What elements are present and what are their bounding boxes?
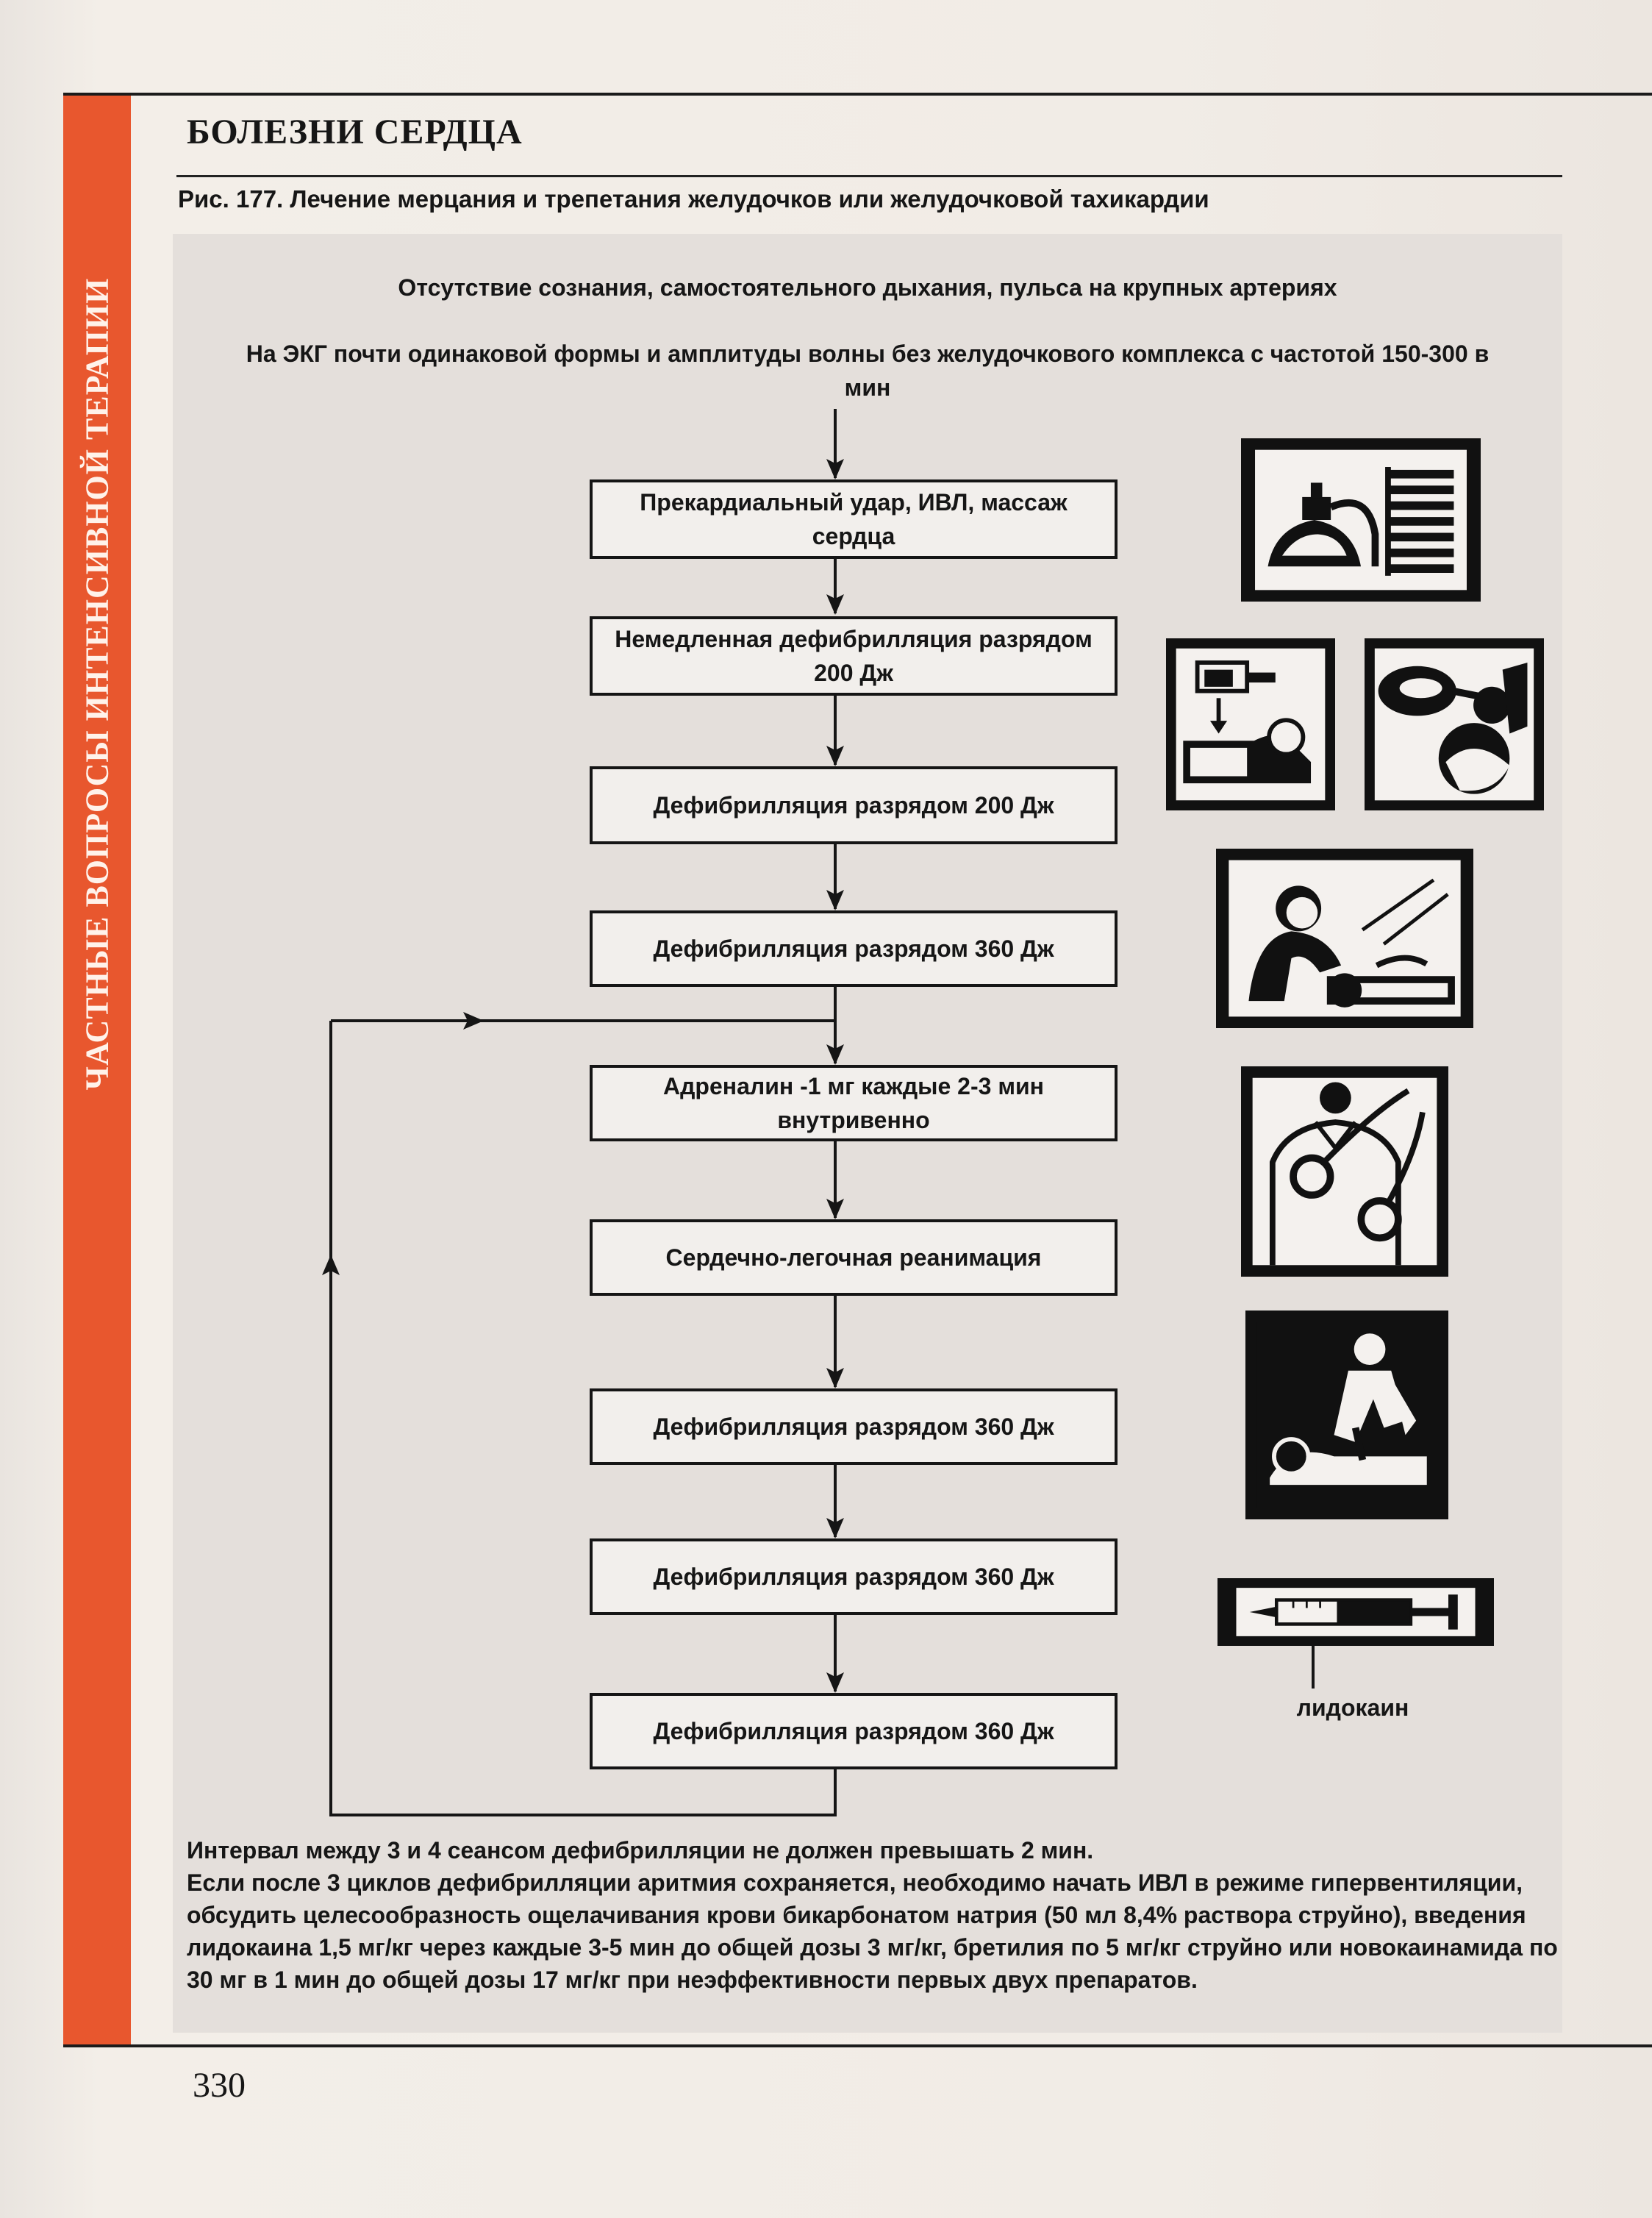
step-defibrillation-200: Дефибрилляция разрядом 200 Дж: [590, 766, 1118, 844]
syringe-icon: [1217, 1578, 1494, 1646]
defibrillator-paddles-icon: [1241, 1066, 1448, 1277]
note-interval: Интервал между 3 и 4 сеансом дефибрилляц…: [187, 1837, 1094, 1864]
mouth-to-mouth-icon: [1216, 849, 1473, 1028]
step-defibrillation-360-2: Дефибрилляция разрядом 360 Дж: [590, 1388, 1118, 1465]
note-arrhythmia: Если после 3 циклов дефибрилляции аритми…: [187, 1869, 1558, 1993]
step-defibrillation-360-3: Дефибрилляция разрядом 360 Дж: [590, 1538, 1118, 1615]
step-precordial-thump: Прекардиальный удар, ИВЛ, массаж сердца: [590, 479, 1118, 559]
step-defibrillation-360-4: Дефибрилляция разрядом 360 Дж: [590, 1693, 1118, 1769]
notes: Интервал между 3 и 4 сеансом дефибрилляц…: [187, 1834, 1562, 1996]
intro-ecg: На ЭКГ почти одинаковой формы и амплитуд…: [246, 340, 1490, 401]
section-title: БОЛЕЗНИ СЕРДЦА: [187, 113, 523, 151]
chest-compression-icon: [1245, 1311, 1448, 1519]
step-immediate-defibrillation-200: Немедленная дефибрилляция разрядом 200 Д…: [590, 616, 1118, 696]
step-adrenaline: Адреналин -1 мг каждые 2-3 мин внутривен…: [590, 1065, 1118, 1141]
title-rule: [176, 175, 1562, 177]
precordial-thump-icon: [1166, 638, 1335, 810]
syringe-label: лидокаин: [1296, 1694, 1409, 1721]
loop-back-line: [329, 1265, 837, 1816]
step-cpr: Сердечно-легочная реанимация: [590, 1219, 1118, 1296]
top-rule: [63, 93, 1652, 96]
ventilator-bag-icon: [1241, 438, 1481, 602]
side-band: [63, 96, 131, 2046]
intro-condition: Отсутствие сознания, самостоятельного ды…: [398, 274, 1337, 301]
mask-ventilation-icon: [1365, 638, 1544, 810]
step-defibrillation-360-1: Дефибрилляция разрядом 360 Дж: [590, 910, 1118, 987]
page-number: 330: [193, 2066, 246, 2105]
bottom-rule: [63, 2044, 1652, 2047]
figure-caption: Рис. 177. Лечение мерцания и трепетания …: [178, 185, 1209, 213]
